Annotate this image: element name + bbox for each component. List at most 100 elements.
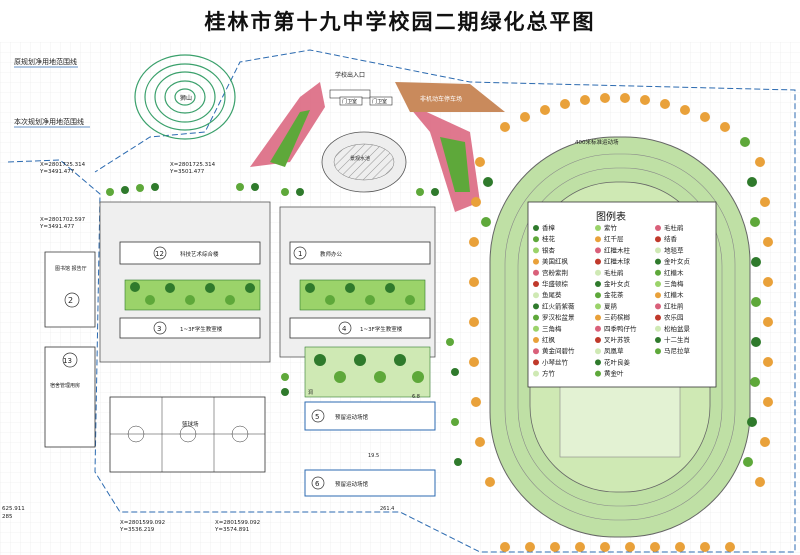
legend-item-label: 毛杜鹃: [604, 268, 624, 277]
building-5-badge: [311, 409, 325, 423]
legend-item-label: 结香: [664, 234, 678, 243]
building-2-number: 2: [68, 296, 73, 305]
building-1: [289, 241, 431, 265]
legend-item-label: 松柏盆景: [664, 324, 691, 333]
legend-swatch: [533, 281, 539, 287]
gate-label: 学校出入口: [335, 71, 365, 79]
legend-swatch: [533, 236, 539, 243]
legend-item-label: 十二生肖: [664, 335, 690, 344]
legend-item-label: 农乐园: [664, 313, 684, 322]
track-green-trees: [481, 137, 761, 467]
legend-item-label: 地毯草: [664, 245, 684, 254]
hole-label-1: 洞: [308, 389, 313, 396]
building-3-label: 1~3F学生教室楼: [180, 325, 223, 333]
legend-swatch: [533, 325, 539, 332]
courtyard-trees: [130, 282, 415, 305]
legend-swatch: [655, 236, 661, 243]
site-boundary-line: [7, 49, 796, 553]
building-4-label: 1~3F学生教室楼: [360, 325, 403, 333]
legend: 图例表 香樟桂花银杏美国红枫宫粉紫荆华盛顿棕鱼尾葵红火箭紫薇罗汉松盆景三角梅红枫…: [527, 201, 717, 388]
legend-box: [527, 201, 717, 388]
legend-item-label: 黄金间碧竹: [542, 346, 575, 355]
legend-swatch: [655, 269, 661, 276]
building-5: [304, 401, 436, 431]
building-5-number: 5: [315, 413, 319, 421]
guard-room-2-label: 门卫室: [372, 98, 387, 105]
building-4-badge: [338, 321, 352, 335]
building-1-badge: [293, 246, 307, 260]
legend-item-label: 红枫: [542, 335, 556, 344]
legend-item-label: 红火箭紫薇: [542, 301, 575, 310]
building-5-label: 预留运动场馆: [335, 413, 369, 421]
legend-swatch: [533, 348, 539, 355]
legend-swatch: [595, 269, 601, 276]
coord-3-y: Y=3491.477: [39, 224, 75, 230]
dimension-2: 19.5: [368, 453, 379, 459]
legend-swatch: [533, 359, 539, 366]
bike-parking: [395, 82, 505, 112]
legend-swatch: [655, 281, 661, 287]
site-plan: 狮山 原规划净用地范围线 本次规划净用地范围线 X=2801725.314 Y=…: [0, 42, 800, 555]
legend-item-label: 罗汉松盆景: [542, 313, 575, 322]
legend-swatch: [533, 269, 539, 276]
legend-swatch: [655, 303, 661, 310]
coord-3-x: X=2801702.597: [40, 217, 86, 223]
building-12-number: 12: [155, 250, 164, 258]
legend-item-label: 三角梅: [542, 324, 562, 333]
lower-garden: [304, 346, 431, 398]
legend-swatch: [595, 359, 601, 366]
legend-swatch: [533, 337, 539, 343]
building-3-badge: [153, 321, 167, 335]
legend-item-label: 三角梅: [664, 279, 684, 288]
legend-item-label: 花叶良姜: [604, 357, 631, 366]
legend-swatch: [595, 348, 601, 355]
building-2: [44, 251, 96, 328]
legend-swatch: [595, 370, 601, 377]
building-3: [119, 317, 261, 339]
legend-swatch: [533, 292, 539, 299]
coord-5-y: Y=3574.891: [214, 527, 249, 533]
plaza-pool: [333, 143, 395, 181]
legend-swatch: [533, 314, 539, 321]
building-1-number: 1: [298, 250, 302, 258]
courtyard-planting-right: [299, 279, 426, 311]
building-12-badge: [153, 246, 167, 260]
building-4: [289, 317, 431, 339]
hill-label: 狮山: [180, 94, 192, 102]
legend-item-label: 红千层: [604, 234, 624, 243]
legend-swatch: [595, 325, 601, 332]
legend-item-label: 银杏: [542, 245, 556, 254]
coord-4-y: Y=3536.219: [119, 527, 155, 533]
building-2-label: 图书馆 报告厅: [55, 265, 87, 272]
legend-swatch: [655, 247, 661, 254]
coord-1-y: Y=3491.477: [39, 169, 75, 175]
legend-item-label: 红檵木球: [604, 257, 631, 266]
legend-swatch: [595, 281, 601, 287]
courtyard-planting-left: [124, 279, 261, 311]
legend-swatch: [595, 314, 601, 321]
basketball-courts: [109, 396, 266, 473]
building-6-number: 6: [315, 480, 320, 488]
building-6-label: 预留运动场馆: [335, 480, 369, 488]
legend-swatch: [595, 303, 601, 310]
legend-swatch: [595, 225, 601, 231]
building-3-number: 3: [157, 325, 161, 333]
legend-swatch: [533, 247, 539, 254]
legend-item-label: 红杜鹃: [664, 301, 684, 310]
legend-swatch: [655, 348, 661, 355]
building-1-label: 教师办公: [320, 250, 343, 258]
legend-item-label: 马尼拉草: [664, 346, 691, 355]
legend-item-label: 美国红枫: [542, 257, 569, 266]
coord-2-x: X=2801725.314: [170, 162, 216, 168]
coord-2-y: Y=3501.477: [169, 169, 205, 175]
legend-item-label: 夏鹃: [604, 301, 618, 310]
legend-item-label: 黄金叶: [604, 369, 624, 378]
plaza-label: 景观水池: [350, 155, 370, 162]
legend-swatch: [595, 292, 601, 299]
legend-item-label: 红檵木: [664, 290, 684, 299]
legend-title: 图例表: [596, 210, 626, 223]
guard-room-1-label: 门卫室: [342, 98, 357, 105]
legend-item-label: 小琴丝竹: [542, 357, 569, 366]
